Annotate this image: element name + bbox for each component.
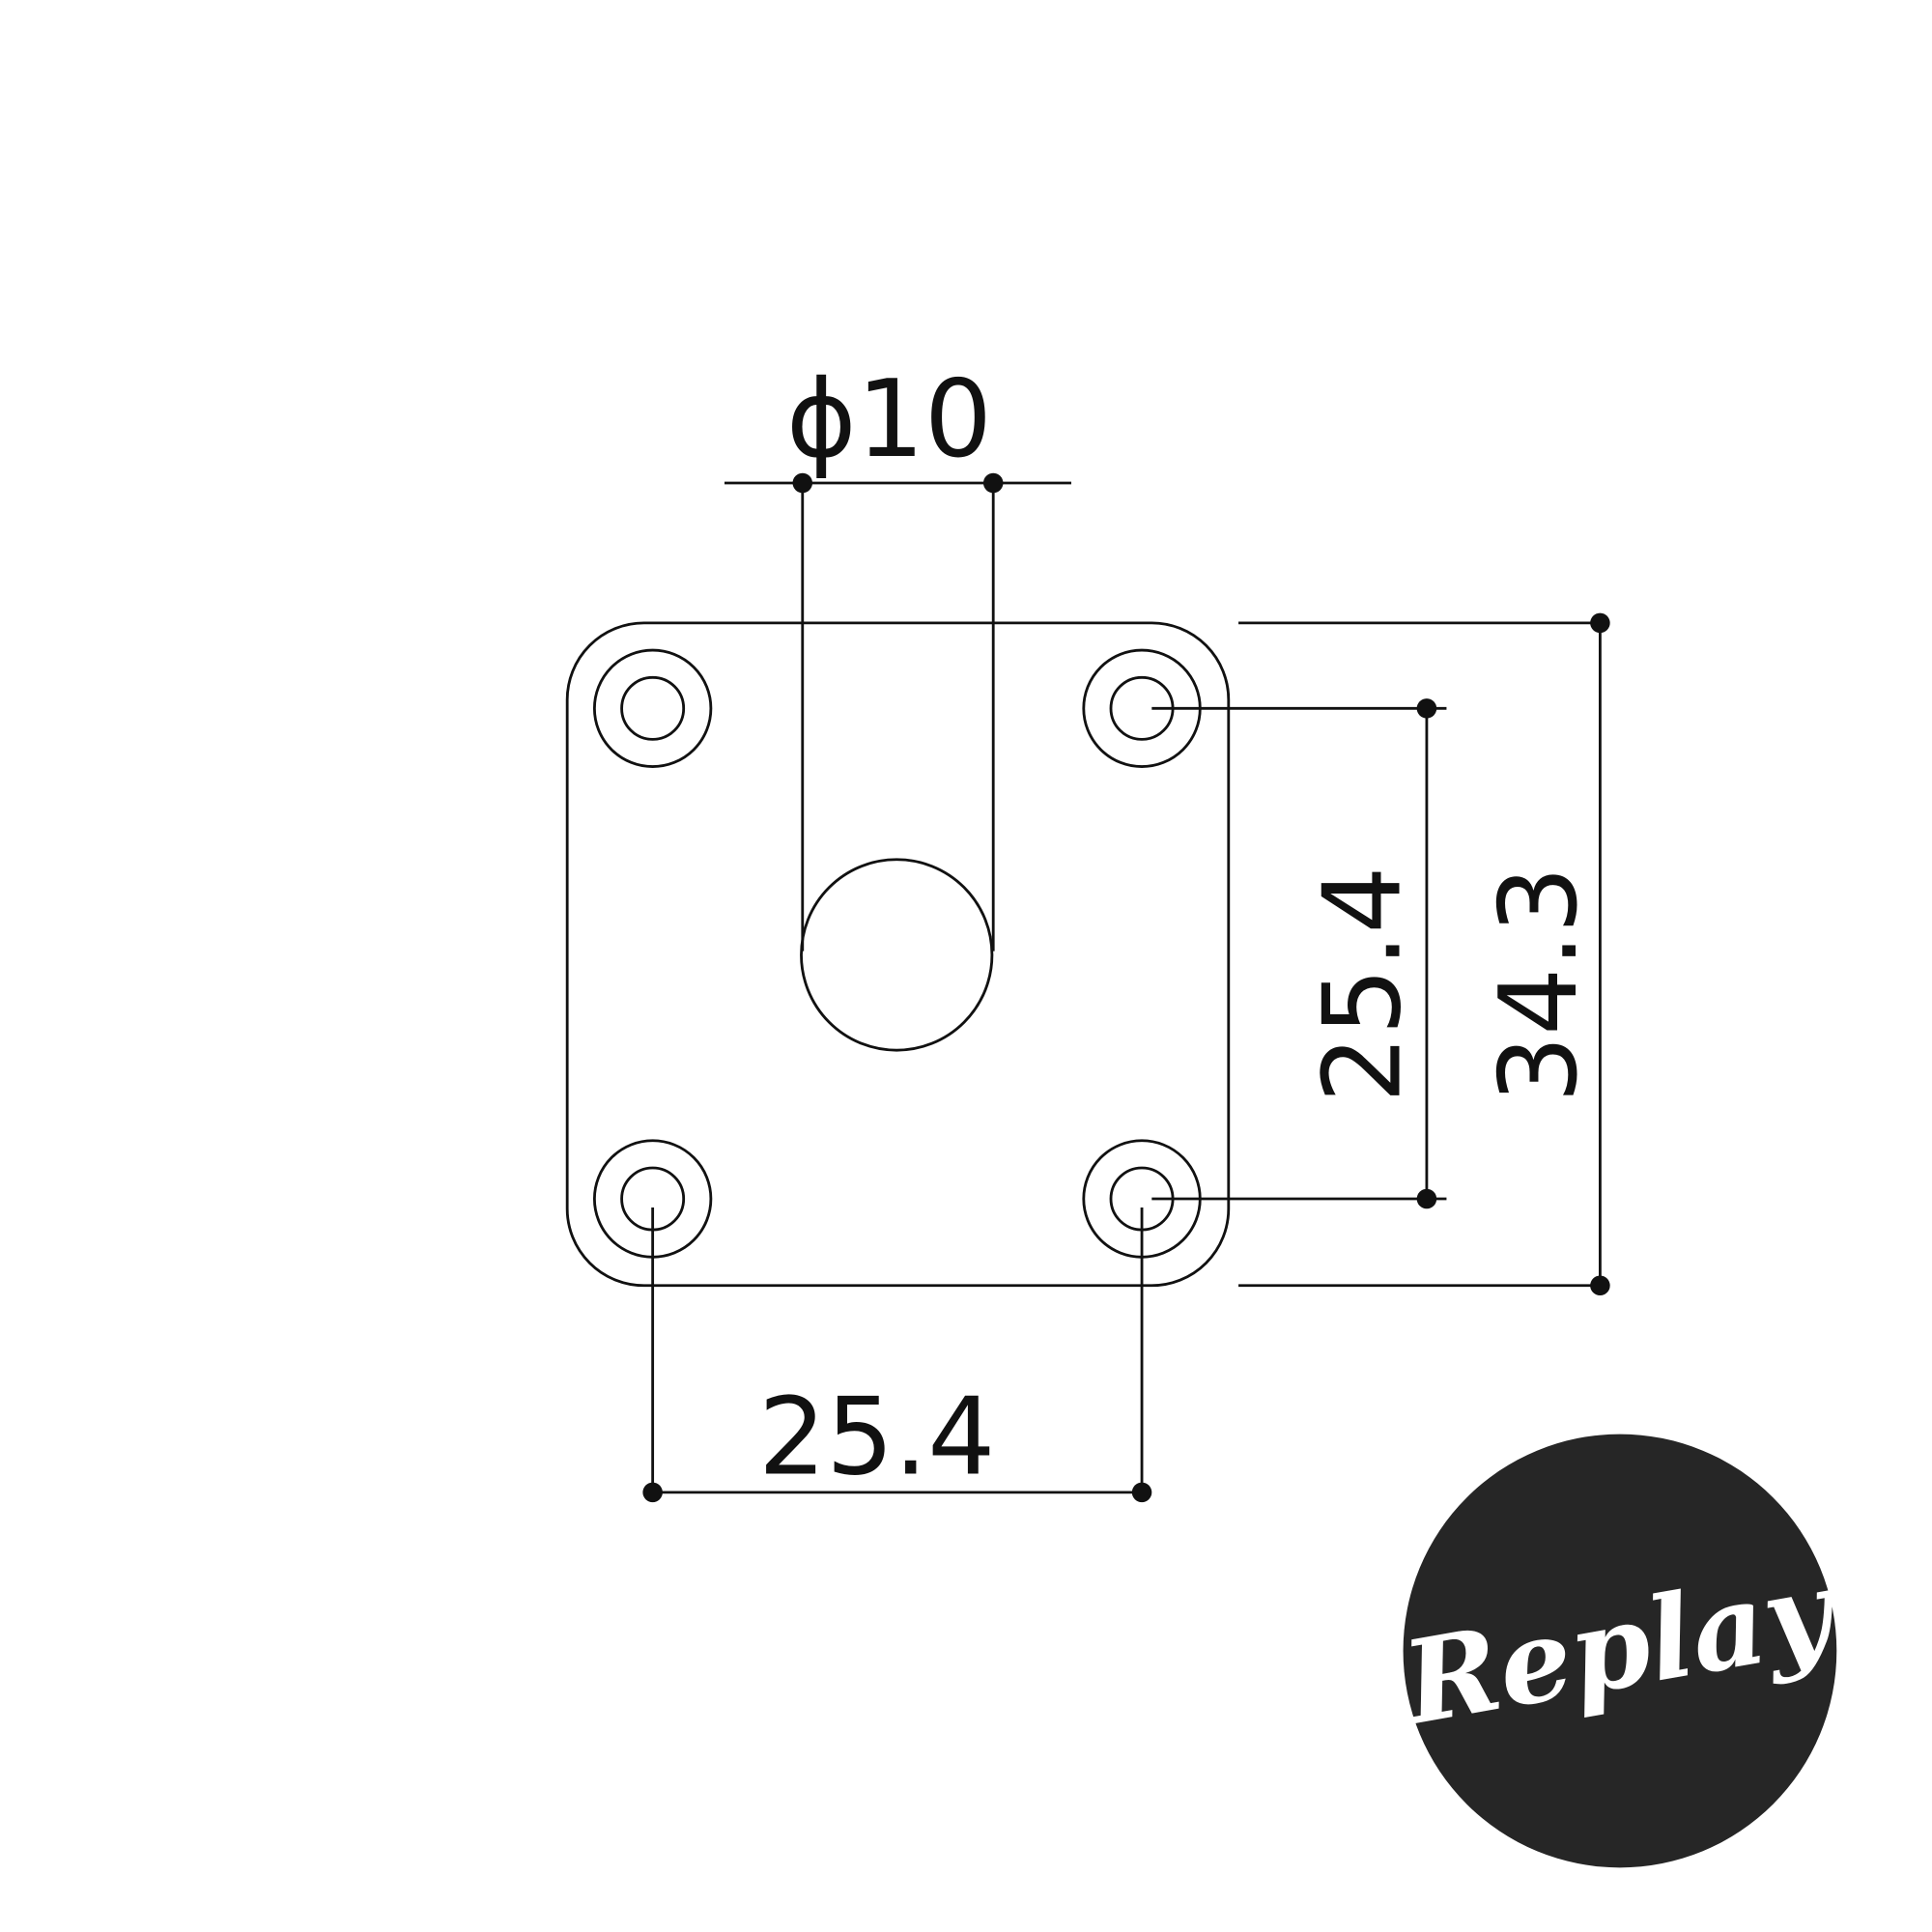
plate-height-label: 34.3 [1478,866,1602,1102]
diameter-label: ϕ10 [786,358,992,482]
dimension-dot [792,472,813,494]
dimension-dot [1590,612,1610,634]
dimension-dot [1416,1188,1437,1209]
replay-logo: Replay [1391,1434,1848,1868]
vertical-spacing-label: 25.4 [1302,866,1426,1102]
mounting-hole-inner [620,675,686,741]
diameter-dimension: ϕ10 [724,358,1071,952]
plate-height-dimension: 34.3 [1238,612,1610,1296]
dimension-dot [1590,1275,1610,1296]
dimension-dot [642,1482,663,1503]
dimension-dot [1416,698,1437,719]
horizontal-spacing-dimension: 25.4 [642,1208,1152,1503]
mounting-hole-top-left [592,648,713,768]
plate-outline [565,621,1231,1288]
dimension-dot [982,472,1004,494]
horizontal-spacing-label: 25.4 [758,1377,995,1500]
jack-hole [800,858,994,1052]
vertical-spacing-dimension: 25.4 [1151,698,1447,1209]
mounting-holes [592,648,1202,1259]
logo-badge [1403,1434,1837,1868]
dimension-dot [1131,1482,1152,1503]
